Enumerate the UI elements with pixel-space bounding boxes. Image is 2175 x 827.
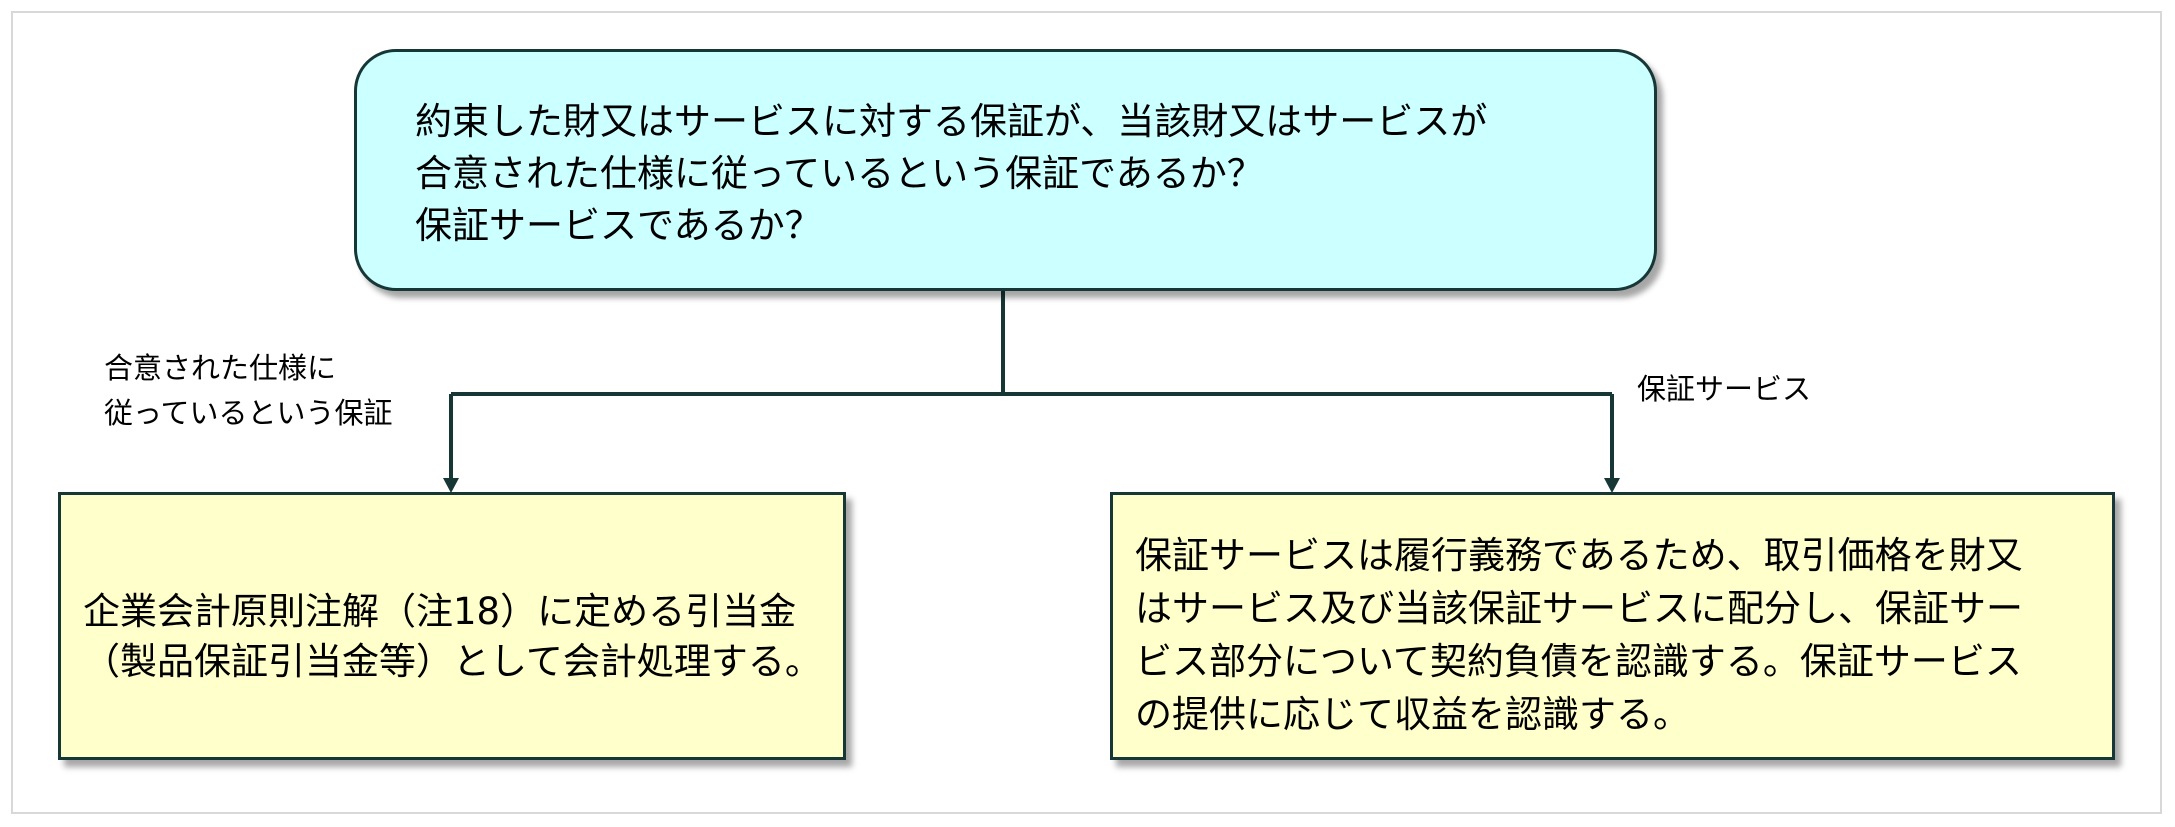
left-branch-label-line: 従っているという保証 — [104, 396, 393, 430]
outcome-line: 企業会計原則注解（注18）に定める引当金 — [83, 590, 797, 633]
question-box: 約束した財又はサービスに対する保証が、当該財又はサービスが 合意された仕様に従っ… — [354, 49, 1657, 291]
arrowhead-left — [443, 478, 459, 493]
warranty-assurance-outcome-box: 企業会計原則注解（注18）に定める引当金 （製品保証引当金等）として会計処理する… — [58, 492, 846, 760]
outcome-line: ビス部分について契約負債を認識する。保証サービス — [1135, 640, 2022, 683]
left-branch-label-line: 合意された仕様に — [104, 351, 337, 385]
left-branch-label: 合意された仕様に 従っているという保証 — [104, 346, 393, 436]
outcome-line: 保証サービスは履行義務であるため、取引価格を財又 — [1135, 534, 2023, 577]
diagram-frame — [11, 11, 2162, 814]
outcome-line: （製品保証引当金等）として会計処理する。 — [83, 640, 822, 683]
outcome-line: はサービス及び当該保証サービスに配分し、保証サー — [1135, 587, 2023, 630]
outcome-line: の提供に応じて収益を認識する。 — [1135, 693, 1690, 736]
arrowhead-right — [1604, 478, 1620, 493]
warranty-service-outcome-box: 保証サービスは履行義務であるため、取引価格を財又 はサービス及び当該保証サービス… — [1110, 492, 2115, 760]
question-line: 合意された仕様に従っているという保証であるか？ — [415, 152, 1264, 195]
question-line: 保証サービスであるか？ — [415, 204, 822, 247]
question-line: 約束した財又はサービスに対する保証が、当該財又はサービスが — [415, 100, 1488, 143]
right-branch-label: 保証サービス — [1637, 372, 1812, 406]
